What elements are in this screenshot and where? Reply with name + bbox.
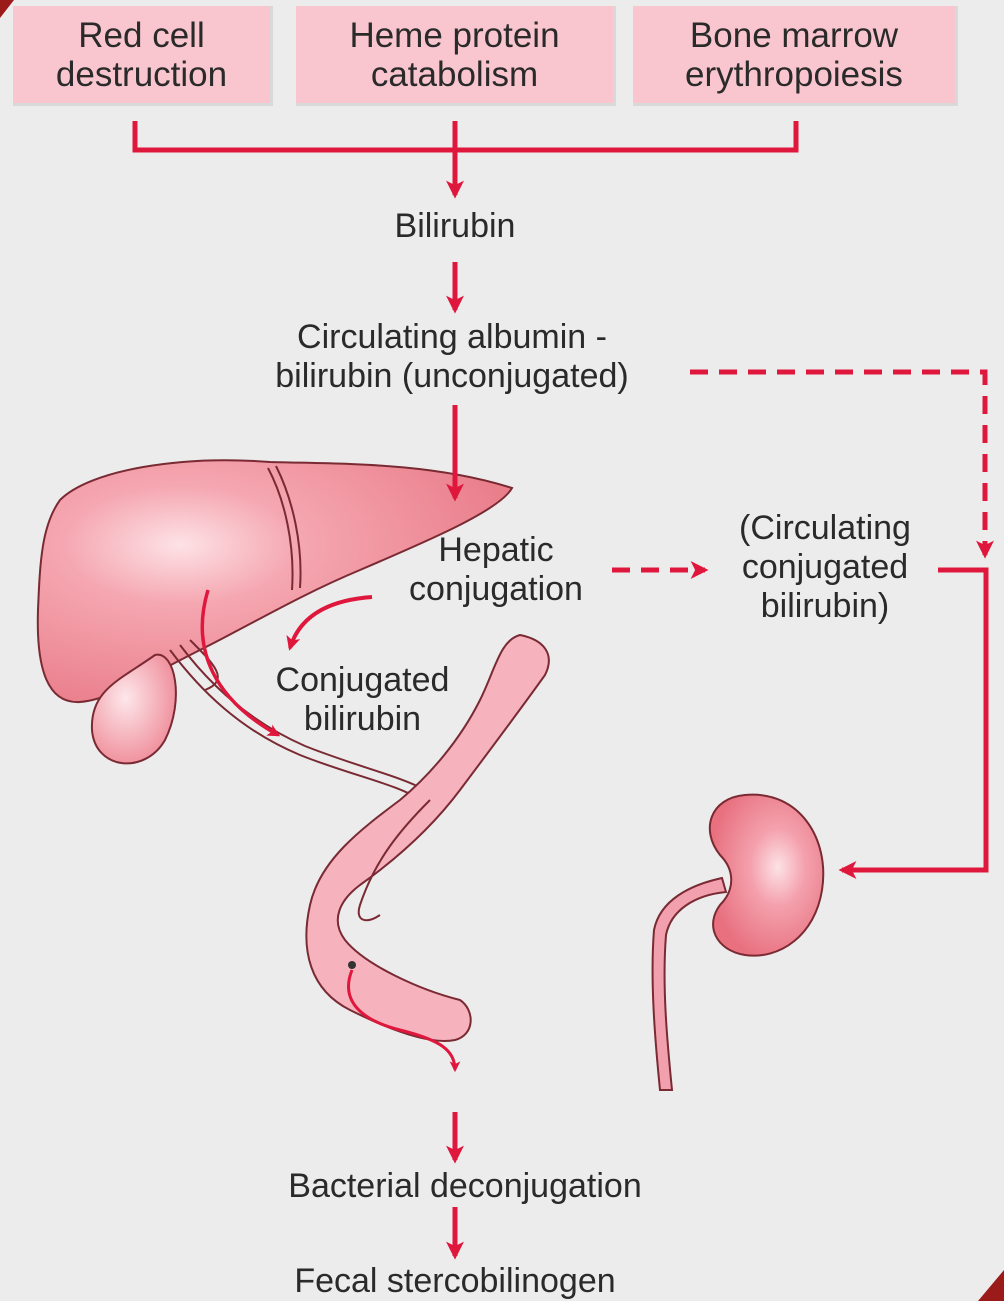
ureter-illustration: [653, 878, 726, 1090]
label-bacterial-deconjugation: Bacterial deconjugation: [225, 1167, 705, 1206]
source-box-red-cell-destruction: Red cell destruction: [13, 6, 273, 106]
label-hepatic-conjugation: Hepatic conjugation: [376, 531, 616, 609]
label-circulating-conjugated-bilirubin: (Circulating conjugated bilirubin): [705, 509, 945, 626]
label-fecal-stercobilinogen: Fecal stercobilinogen: [240, 1262, 670, 1301]
source-box-bone-marrow-erythropoiesis: Bone marrow erythropoiesis: [633, 6, 958, 106]
merge-connector: [135, 121, 796, 150]
label-circulating-albumin-bilirubin: Circulating albumin - bilirubin (unconju…: [212, 318, 692, 396]
intestine-marker-dot: [348, 961, 356, 969]
label-conjugated-bilirubin: Conjugated bilirubin: [245, 661, 480, 739]
arrow-hepatic-to-conjugated: [290, 597, 372, 648]
corner-accent-bottom-right: [978, 1270, 1004, 1301]
source-box-heme-protein-catabolism: Heme protein catabolism: [296, 6, 616, 106]
kidney-illustration: [710, 795, 823, 956]
corner-accent-top-left: [0, 0, 14, 18]
label-bilirubin: Bilirubin: [355, 207, 555, 246]
